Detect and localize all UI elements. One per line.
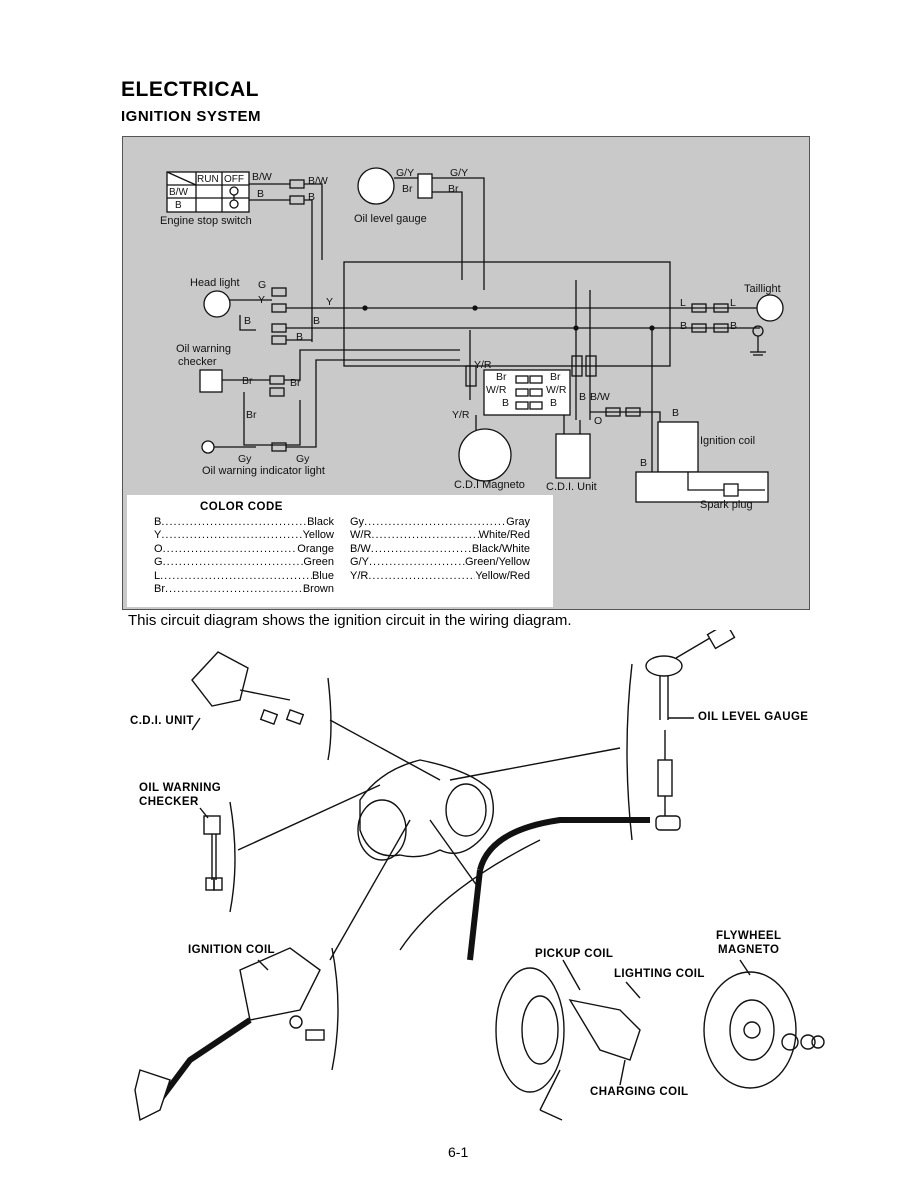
switch-row-bw: B/W [169,187,188,198]
wire-label-bw: B/W [252,171,272,183]
switch-off-label: OFF [224,174,244,185]
wire-label-l-2: L [730,297,736,309]
color-code-row: GyGray [350,516,530,529]
wiring-diagram: RUN OFF B/W B B/W B/W B B Engine stop sw… [160,167,784,511]
charging-coil-label: CHARGING COIL [590,1086,689,1098]
oil-warning-checker-label-2: CHECKER [139,796,199,808]
wire-label-br2: Br [448,183,459,195]
wire-label-gy-a: Gy [238,453,252,465]
wire-label-br4: Br [290,377,301,389]
ignition-coil-symbol [657,421,699,473]
color-code-row: LBlue [154,570,334,583]
wire-label-wr2: W/R [546,384,567,396]
oil-warning-checker-label-1: OIL WARNING [139,782,222,794]
color-code-row: B/WBlack/White [350,543,530,556]
headlight-symbol [203,290,231,318]
wire-label-g: G [258,279,266,291]
flywheel-magneto-label-1: FLYWHEEL [716,930,782,942]
oil-level-gauge-symbol [357,167,395,205]
wire-label-br1: Br [402,183,413,195]
color-code-title: COLOR CODE [200,501,283,513]
oil-warning-label: Oil warning [176,343,231,355]
flywheel-drawing [703,971,797,1089]
engine-stop-switch-label: Engine stop switch [160,215,252,227]
wire-label-br3: Br [242,375,253,387]
lighting-coil-label: LIGHTING COIL [614,968,705,980]
color-code-left-column: BBlack YYellow OOrange GGreen LBlue BrBr… [154,516,334,596]
wire-label-b-10: B [579,391,586,403]
ignition-coil-diagram-label: Ignition coil [700,435,755,447]
wire-label-b-6: B [680,320,687,332]
page-title: ELECTRICAL [121,78,259,101]
diagram-caption: This circuit diagram shows the ignition … [128,612,572,629]
color-code-row: W/RWhite/Red [350,529,530,542]
wire-label-bw-2: B/W [308,175,328,187]
wire-label-b-3: B [244,315,251,327]
color-code-row: BBlack [154,516,334,529]
wire-label-br5: Br [246,409,257,421]
wire-label-b-12: B [640,457,647,469]
wire-label-gy1: G/Y [396,167,414,179]
cdi-unit-drawing [191,651,249,707]
cdi-unit-label: C.D.I. UNIT [130,715,194,727]
oil-checker-symbol [199,369,223,393]
wire-label-br7: Br [550,371,561,383]
wire-label-b-5: B [296,331,303,343]
headlight-label: Head light [190,277,240,289]
oil-level-gauge-diagram-label: Oil level gauge [354,213,427,225]
wire-label-yr: Y/R [474,359,492,371]
wire-label-br6: Br [496,371,507,383]
color-code-row: YYellow [154,529,334,542]
cdi-unit-symbol [555,433,591,479]
wire-label-gy2: G/Y [450,167,468,179]
switch-row-b: B [175,200,182,211]
component-illustration [134,630,825,1122]
color-code-right-column: GyGray W/RWhite/Red B/WBlack/White G/YGr… [350,516,530,583]
wire-label-b: B [257,188,264,200]
wire-label-b-7: B [730,320,737,332]
taillight-label: Taillight [744,283,781,295]
oil-level-gauge-label: OIL LEVEL GAUGE [698,711,809,723]
wire-label-y-2: Y [326,296,333,308]
stator-drawing [495,967,565,1093]
wire-label-b-4: B [313,315,320,327]
checker-label: checker [178,356,217,368]
page-number: 6-1 [448,1144,469,1160]
flywheel-magneto-label-2: MAGNETO [718,944,780,956]
wire-label-y: Y [258,294,265,306]
oil-level-gauge-drawing [645,655,683,677]
magneto-symbol [458,428,512,482]
wire-label-gy-b: Gy [296,453,310,465]
wire-label-o: O [594,415,602,427]
wire-label-bw-3: B/W [590,391,610,403]
wire-label-b-8: B [502,397,509,409]
cdi-magneto-label: C.D.I Magneto [454,479,525,491]
section-subtitle: IGNITION SYSTEM [121,108,262,125]
color-code-row: BrBrown [154,583,334,596]
switch-run-label: RUN [197,174,219,185]
vehicle-outline-drawing [359,759,494,858]
color-code-row: G/YGreen/Yellow [350,556,530,569]
taillight-symbol [756,294,784,322]
cdi-unit-diagram-label: C.D.I. Unit [546,481,597,493]
spark-plug-label: Spark plug [700,499,753,511]
color-code-row: GGreen [154,556,334,569]
oil-warning-indicator-label: Oil warning indicator light [202,465,325,477]
wire-label-wr1: W/R [486,384,507,396]
color-code-row: Y/RYellow/Red [350,570,530,583]
color-code-row: OOrange [154,543,334,556]
wire-label-b-11: B [672,407,679,419]
ignition-coil-drawing [239,947,321,1021]
wire-label-b-9: B [550,397,557,409]
pickup-coil-label: PICKUP COIL [535,948,614,960]
wire-label-l: L [680,297,686,309]
wire-label-b-2: B [308,191,315,203]
wire-label-yr-2: Y/R [452,409,470,421]
ignition-coil-label: IGNITION COIL [188,944,275,956]
oil-checker-drawing [203,815,221,835]
